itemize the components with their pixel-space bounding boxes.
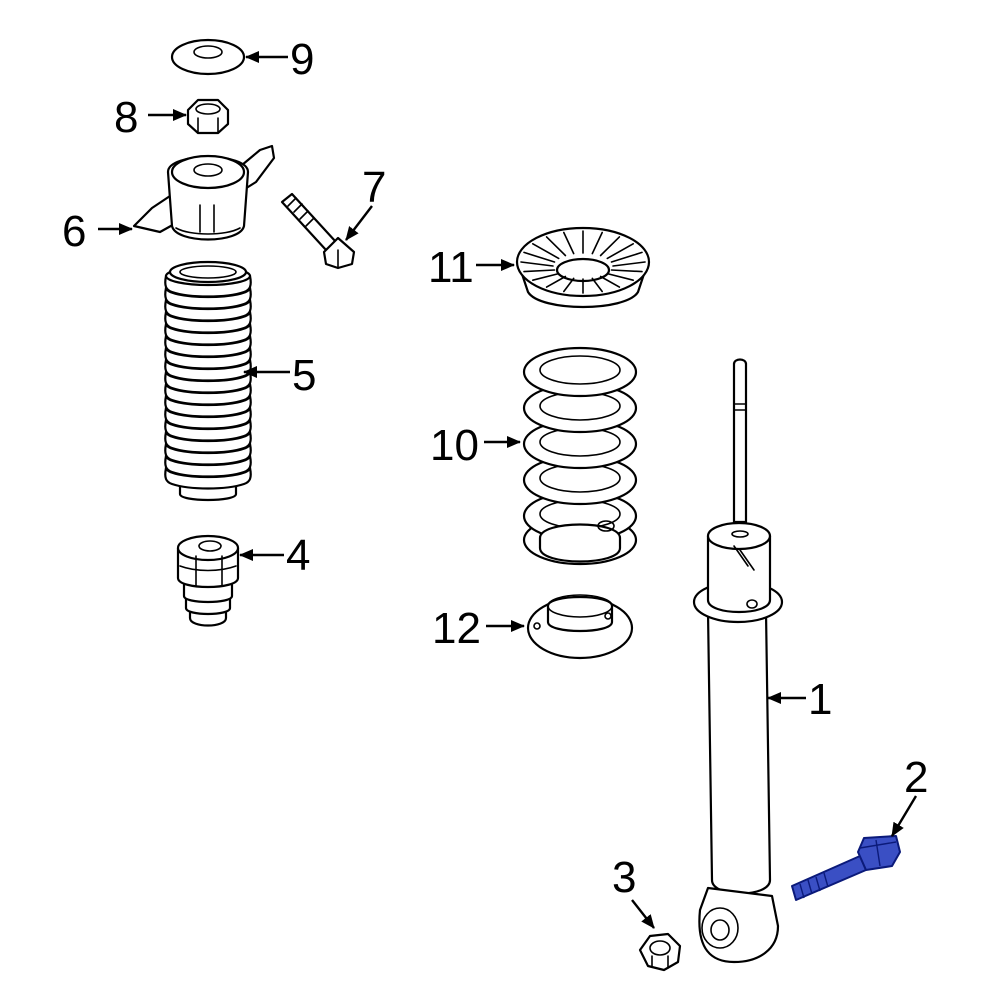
part-6-upper-mount[interactable] xyxy=(132,144,276,241)
part-5-dust-boot[interactable] xyxy=(164,260,252,502)
callout-10: 10 xyxy=(430,421,479,470)
leader-7 xyxy=(345,205,373,241)
callout-8: 8 xyxy=(114,93,138,142)
part-2-bolt-highlighted[interactable] xyxy=(791,835,901,901)
callout-5: 5 xyxy=(292,351,316,400)
callout-7: 7 xyxy=(362,163,386,212)
part-9-washer[interactable] xyxy=(170,38,246,76)
part-4-bump-stop[interactable] xyxy=(176,534,240,627)
leader-2 xyxy=(890,795,918,837)
part-3-nut[interactable] xyxy=(638,932,682,972)
part-7-bolt[interactable] xyxy=(280,192,356,270)
callout-12: 12 xyxy=(432,604,481,653)
leader-3 xyxy=(631,899,655,929)
callout-2: 2 xyxy=(904,753,928,802)
part-10-coil-spring[interactable] xyxy=(522,346,638,566)
callout-9: 9 xyxy=(290,35,314,84)
callout-3: 3 xyxy=(612,853,636,902)
part-8-nut[interactable] xyxy=(186,98,230,135)
callout-1: 1 xyxy=(808,675,832,724)
callout-11: 11 xyxy=(428,243,474,292)
part-12-lower-spring-seat[interactable] xyxy=(526,594,634,660)
callout-4: 4 xyxy=(286,531,310,580)
callout-6: 6 xyxy=(62,207,86,256)
part-1-shock-absorber[interactable] xyxy=(692,358,784,964)
part-11-upper-spring-seat[interactable] xyxy=(515,226,651,309)
